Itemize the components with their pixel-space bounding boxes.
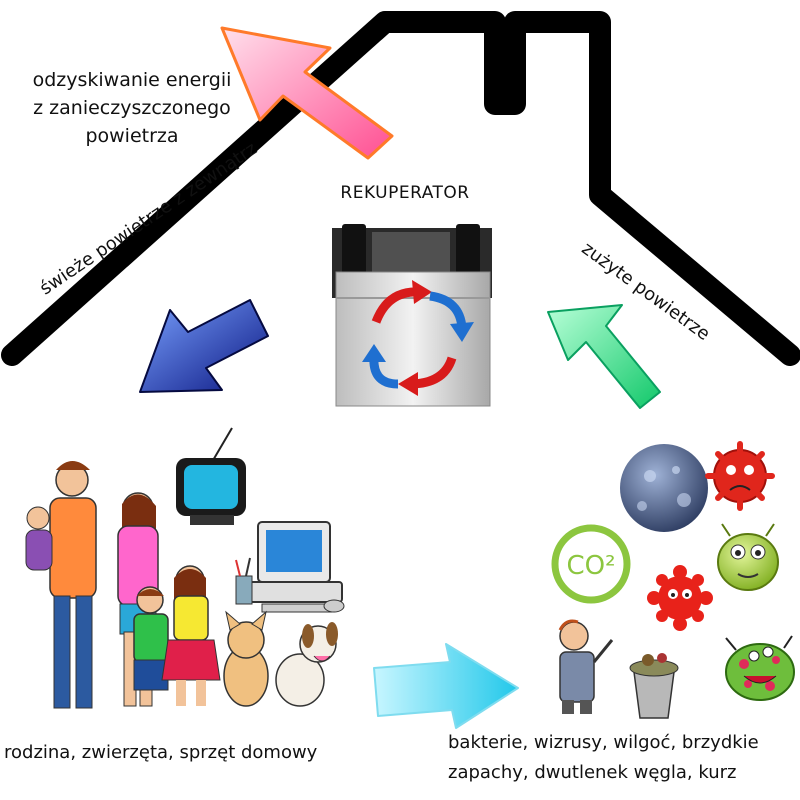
energy-label-line2: z zanieczyszczonego — [33, 97, 231, 119]
energy-label-line1: odzyskiwanie energii — [32, 69, 232, 91]
family-icon — [25, 461, 221, 709]
red-virus-icon — [647, 565, 713, 631]
computer-icon — [235, 521, 345, 613]
energy-recovery-label: odzyskiwanie energii z zanieczyszczonego… — [22, 66, 242, 150]
flow-arrow — [373, 643, 519, 729]
pets-icon — [223, 610, 338, 707]
household-label: rodzina, zwierzęta, sprzęt domowy — [4, 742, 318, 763]
tv-icon — [176, 427, 246, 525]
house-roof-icon — [1, 11, 800, 366]
fresh-air-arrow — [139, 299, 269, 393]
recuperator-title: REKUPERATOR — [340, 183, 470, 203]
pollutants-line1: bakterie, wizrusy, wilgoć, brzydkie — [448, 732, 759, 753]
germ-icon — [725, 635, 795, 701]
moisture-icon — [620, 444, 708, 532]
recuperator-icon — [332, 224, 492, 407]
co2-icon: CO² — [551, 524, 631, 604]
pollutants-label: bakterie, wizrusy, wilgoć, brzydkie zapa… — [448, 728, 798, 788]
used-air-arrow — [547, 304, 661, 409]
bacteria-icon — [717, 523, 779, 591]
energy-recovery-arrow — [220, 26, 394, 160]
co2-badge-text: CO² — [566, 551, 615, 581]
pollutants-line2: zapachy, dwutlenek węgla, kurz — [448, 762, 737, 783]
virus-icon — [705, 441, 775, 511]
energy-label-line3: powietrza — [85, 125, 179, 147]
trash-man-icon — [558, 619, 679, 719]
